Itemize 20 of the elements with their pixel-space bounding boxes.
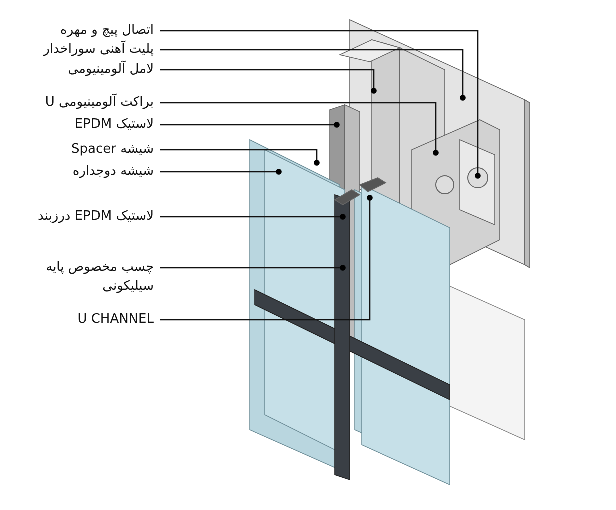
part-label: لامل آلومینیومی	[68, 60, 154, 79]
part-label: شیشه Spacer	[72, 140, 154, 159]
leader-line	[160, 265, 346, 271]
leader-line	[160, 214, 346, 220]
part-label: پلیت آهنی سوراخدار	[44, 40, 154, 59]
part-label: براکت آلومینیومی U	[45, 93, 154, 112]
part-label: U CHANNEL	[78, 310, 154, 329]
part-label: چسب مخصوص پایه سیلیکونی	[44, 258, 154, 296]
leader-line	[160, 195, 373, 321]
part-label: شیشه دوجداره	[72, 162, 154, 181]
leader-line	[160, 102, 439, 156]
leader-line	[160, 149, 320, 166]
part-label: اتصال پیچ و مهره	[60, 21, 154, 40]
part-label: لاستیک EPDM درزبند	[38, 207, 154, 226]
leader-line	[160, 49, 466, 101]
leader-line	[160, 69, 377, 94]
leader-line	[160, 122, 340, 128]
part-label: لاستیک EPDM	[74, 115, 154, 134]
leader-line	[160, 169, 282, 175]
leader-line	[160, 30, 481, 179]
